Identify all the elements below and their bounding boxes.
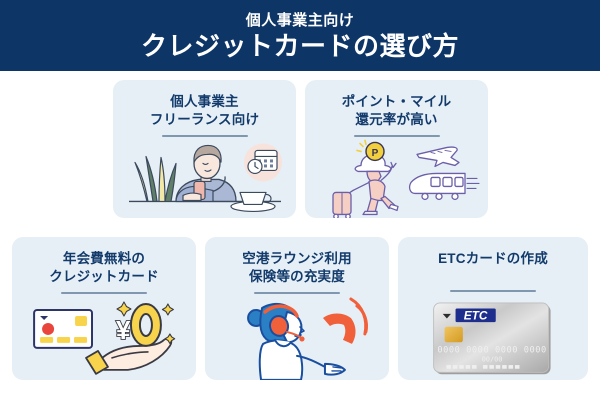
phone-icon — [322, 297, 368, 345]
page-header: 個人事業主向け クレジットカードの選び方 — [0, 0, 600, 71]
card-etc-illustration: ETC 0000 0000 0000 0000 00/00 — [398, 292, 588, 380]
card-freelance-title: 個人事業主 フリーランス向け — [113, 93, 296, 129]
card-annual-fee-title: 年会費無料の クレジットカード — [12, 250, 196, 286]
coffee-cup-icon — [230, 191, 276, 213]
card-lounge-illustration — [205, 294, 389, 380]
svg-text:0000 0000 0000 0000: 0000 0000 0000 0000 — [437, 346, 546, 356]
yen-zero-amount: ¥ — [115, 303, 162, 348]
card-points-illustration: P — [305, 137, 488, 218]
etc-card-graphic: ETC 0000 0000 0000 0000 00/00 — [433, 302, 551, 375]
sparkle-icon — [116, 301, 176, 345]
card-points-title: ポイント・マイル 還元率が高い — [305, 93, 488, 129]
card-lounge-underline — [254, 291, 340, 295]
svg-text:00/00: 00/00 — [482, 356, 503, 364]
card-annual-fee-underline — [61, 291, 147, 295]
card-annual-fee-illustration: ¥ — [12, 294, 196, 380]
hand-icon — [85, 337, 173, 375]
header-subtitle: 個人事業主向け — [245, 11, 355, 29]
card-annual-fee-title-line1: 年会費無料の — [62, 251, 146, 266]
card-etc[interactable]: ETCカードの作成 — [398, 237, 588, 380]
card-etc-underline — [450, 289, 536, 293]
card-freelance-title-line2: フリーランス向け — [149, 111, 260, 127]
card-lounge-title-line1: 空港ラウンジ利用 — [242, 251, 352, 266]
calendar-icon — [244, 143, 282, 182]
person-figure — [175, 144, 237, 203]
point-badge-icon: P — [356, 139, 385, 162]
card-freelance-title-line1: 個人事業主 — [170, 94, 239, 109]
svg-text:¥: ¥ — [116, 315, 131, 345]
card-freelance-illustration — [113, 137, 296, 218]
page-title: クレジットカードの選び方 — [140, 30, 459, 61]
card-etc-title: ETCカードの作成 — [398, 250, 588, 268]
card-lounge[interactable]: 空港ラウンジ利用 保険等の充実度 — [205, 237, 389, 380]
card-points-title-line2: 還元率が高い — [355, 111, 438, 127]
train-icon — [408, 172, 480, 201]
card-points[interactable]: ポイント・マイル 還元率が高い — [305, 80, 488, 218]
card-points-underline — [353, 134, 440, 138]
card-points-title-line1: ポイント・マイル — [341, 94, 452, 109]
card-lounge-title-line2: 保険等の充実度 — [249, 268, 345, 284]
traveler-figure — [332, 153, 399, 218]
card-freelance-underline — [161, 134, 248, 138]
airplane-icon — [416, 146, 460, 168]
svg-text:P: P — [372, 148, 379, 159]
card-freelance[interactable]: 個人事業主 フリーランス向け — [113, 80, 296, 218]
plant-icon — [134, 155, 177, 203]
card-etc-title-line1: ETCカードの作成 — [438, 251, 548, 266]
card-annual-fee-title-line2: クレジットカード — [49, 268, 159, 284]
credit-card-icon — [33, 309, 94, 350]
card-annual-fee[interactable]: 年会費無料の クレジットカード — [12, 237, 196, 380]
operator-figure — [247, 303, 346, 380]
card-lounge-title: 空港ラウンジ利用 保険等の充実度 — [205, 250, 389, 286]
svg-text:ETC: ETC — [464, 309, 488, 323]
